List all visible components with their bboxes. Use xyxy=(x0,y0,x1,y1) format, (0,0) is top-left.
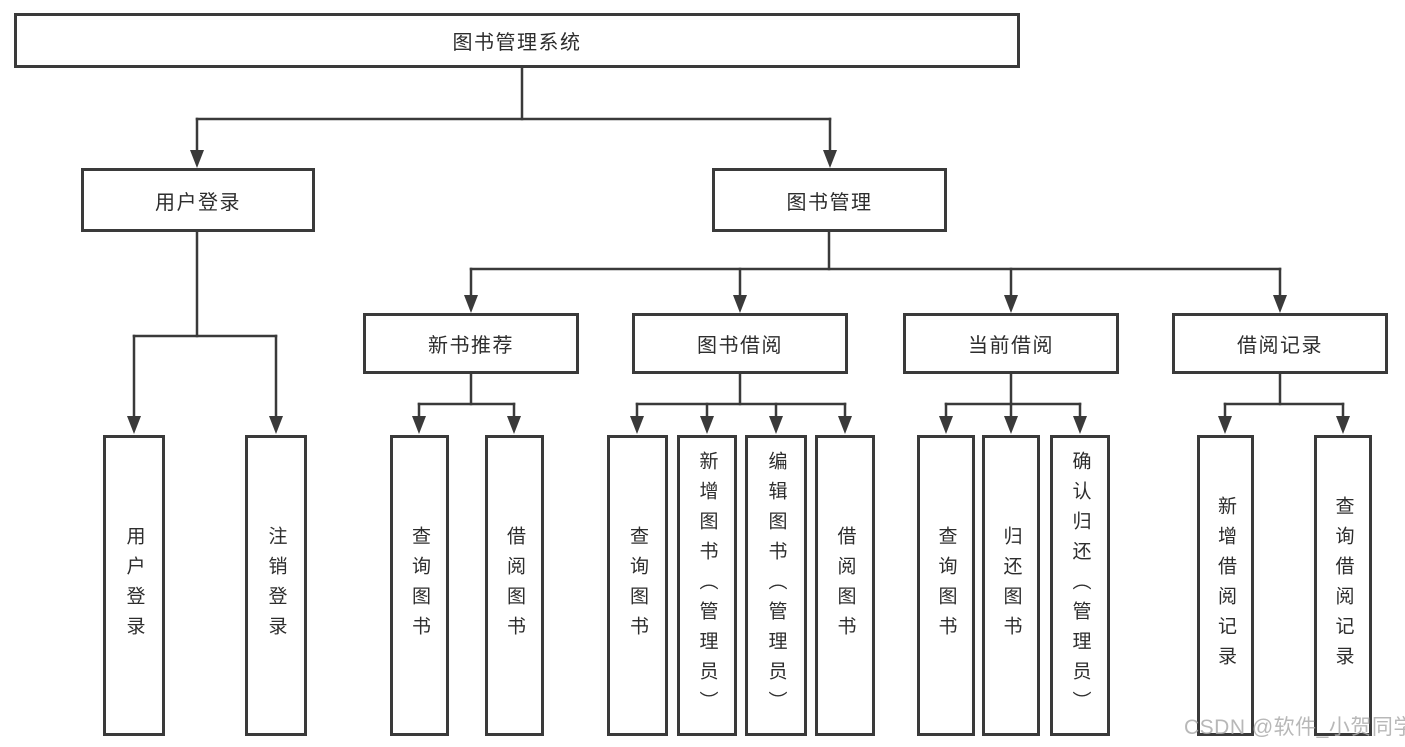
leaf-current-return-books: 归还图书 xyxy=(982,435,1040,736)
leaf-borrowing-query-books: 查询图书 xyxy=(607,435,668,736)
leaf-records-query-borrow-record: 查询借阅记录 xyxy=(1314,435,1372,736)
leaf-borrowing-borrow-books: 借阅图书 xyxy=(815,435,875,736)
node-current-borrowing: 当前借阅 xyxy=(903,313,1119,374)
leaf-user-login: 用户登录 xyxy=(103,435,165,736)
csdn-watermark: CSDN @软件_小贺同学 xyxy=(1184,716,1405,739)
node-borrowing-records: 借阅记录 xyxy=(1172,313,1388,374)
node-new-book-recommendation: 新书推荐 xyxy=(363,313,579,374)
node-user-login: 用户登录 xyxy=(81,168,315,232)
arrowheads xyxy=(127,150,1350,434)
leaf-borrowing-add-books-admin: 新增图书（管理员） xyxy=(677,435,737,736)
leaf-recommend-borrow-books: 借阅图书 xyxy=(485,435,544,736)
leaf-recommend-query-books: 查询图书 xyxy=(390,435,449,736)
leaf-current-query-books: 查询图书 xyxy=(917,435,975,736)
leaf-borrowing-edit-books-admin: 编辑图书（管理员） xyxy=(745,435,807,736)
node-library-management-system: 图书管理系统 xyxy=(14,13,1020,68)
node-book-management: 图书管理 xyxy=(712,168,947,232)
node-book-borrowing: 图书借阅 xyxy=(632,313,848,374)
leaf-current-confirm-return-admin: 确认归还（管理员） xyxy=(1050,435,1110,736)
leaf-records-add-borrow-record: 新增借阅记录 xyxy=(1197,435,1254,736)
leaf-logout: 注销登录 xyxy=(245,435,307,736)
